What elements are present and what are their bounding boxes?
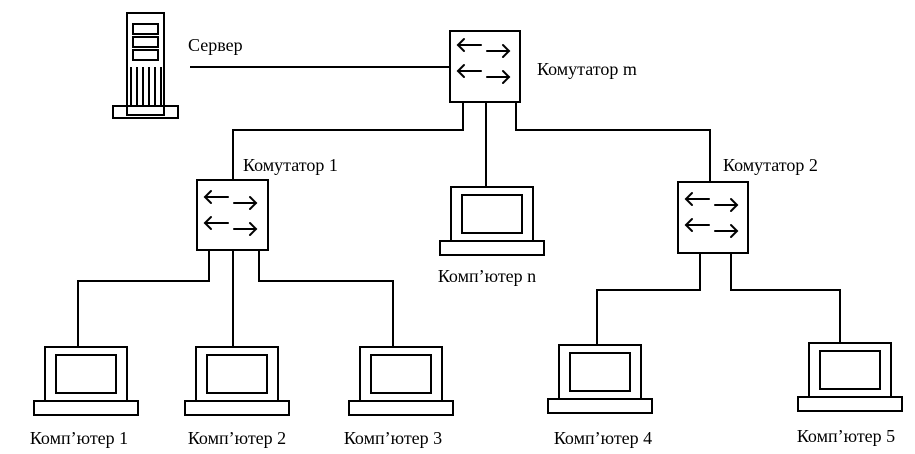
computer-5-label: Комп’ютер 5 [796, 426, 896, 446]
switch-m-icon [449, 30, 521, 103]
computer-3-icon [348, 346, 454, 416]
link-switch-2-computer-4 [596, 252, 701, 346]
link-switch-2-computer-5 [730, 252, 841, 344]
switch-1-icon [196, 179, 269, 251]
computer-1-icon [33, 346, 139, 416]
computer-n-icon [439, 186, 545, 256]
computer-3-label: Комп’ютер 3 [343, 428, 443, 448]
computer-2-icon [184, 346, 290, 416]
link-switch-m-switch-1 [232, 101, 464, 181]
computer-n-label: Комп’ютер n [437, 266, 537, 286]
computer-2-label: Комп’ютер 2 [187, 428, 287, 448]
switch-m-label: Комутатор m [537, 59, 637, 79]
computer-4-icon [547, 344, 653, 414]
link-switch-m-switch-2 [515, 101, 711, 183]
switch-1-label: Комутатор 1 [243, 155, 338, 175]
server-icon [112, 12, 179, 119]
server-label: Сервер [188, 35, 243, 55]
computer-4-label: Комп’ютер 4 [553, 428, 653, 448]
link-switch-1-computer-1 [77, 249, 210, 348]
switch-2-icon [677, 181, 749, 254]
connection-lines [77, 66, 841, 348]
computer-1-label: Комп’ютер 1 [29, 428, 129, 448]
switch-2-label: Комутатор 2 [723, 155, 818, 175]
link-switch-1-computer-3 [258, 249, 394, 348]
computer-5-icon [797, 342, 903, 412]
